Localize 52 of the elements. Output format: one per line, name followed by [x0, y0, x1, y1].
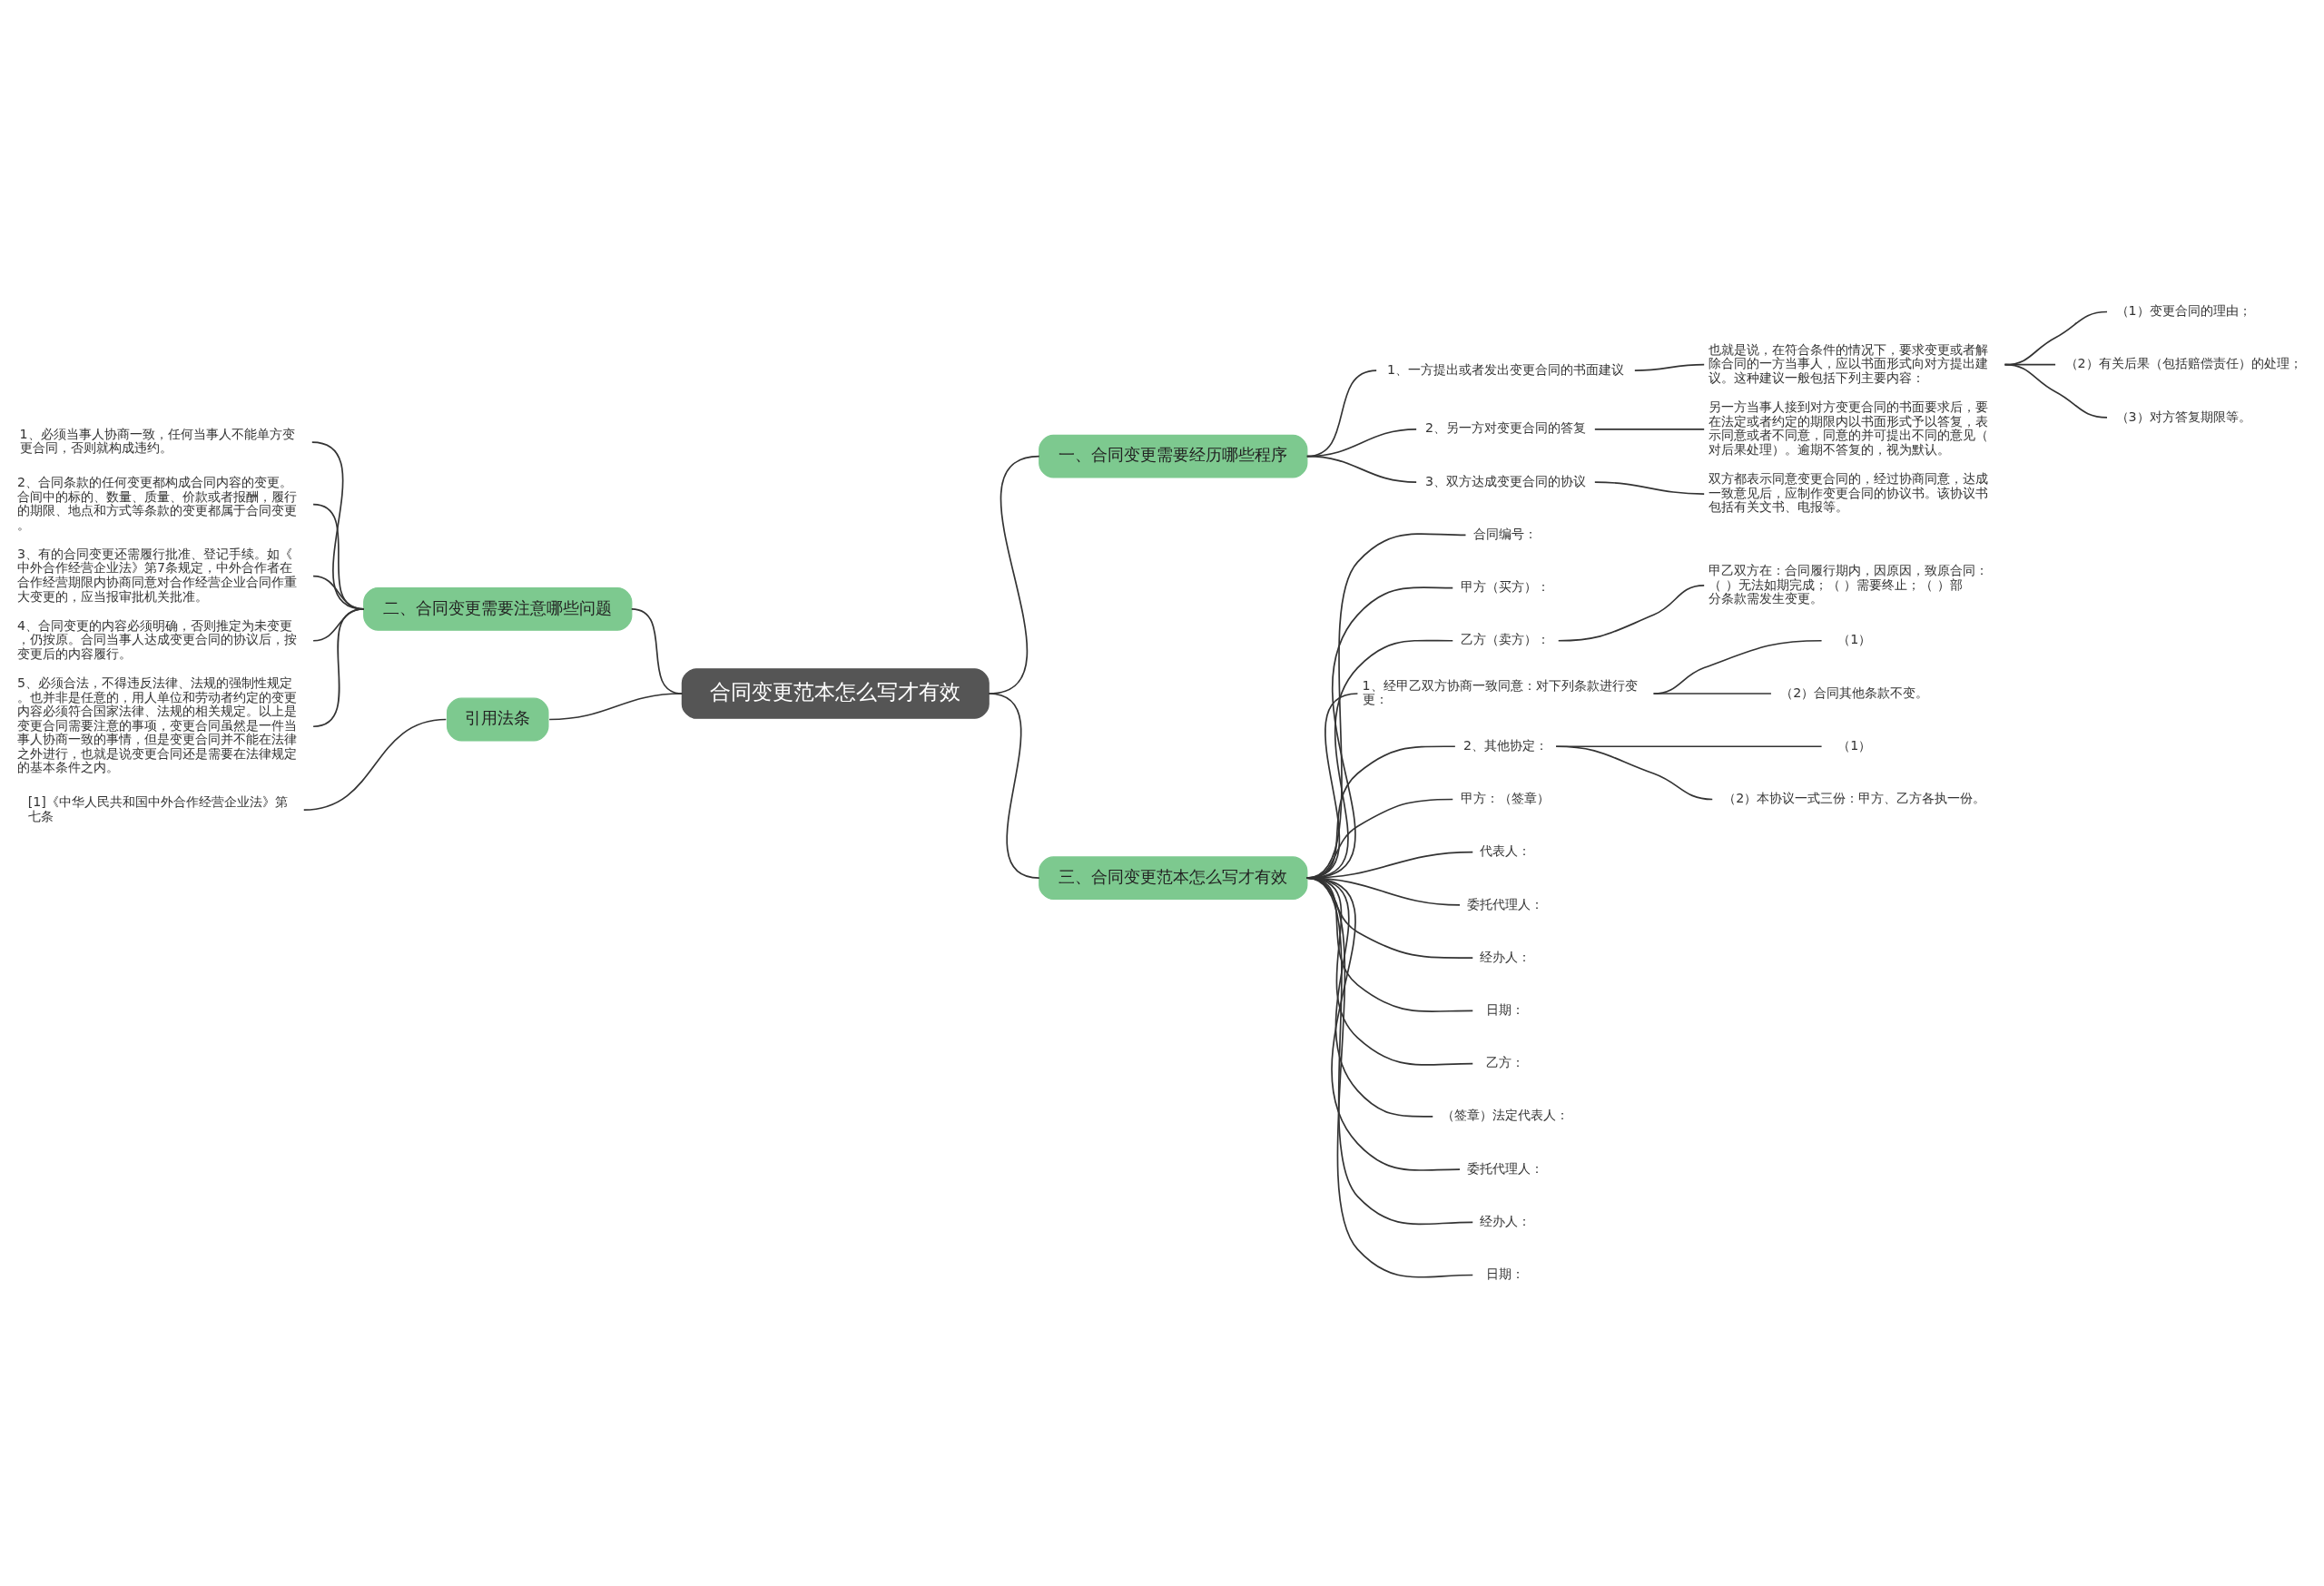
node-text: 2、其他协定： [1462, 737, 1549, 753]
node-text: 3、双方达成变更合同的协议 [1424, 473, 1587, 488]
node-text: 1、必须当事人协商一致，任何当事人不能单方变更合同，否则就构成违约。 [19, 426, 295, 455]
node-text: 也就是说，在符合条件的情况下，要求变更或者解除合同的一方当事人，应以书面形式向对方提出建议。这种建议一般包括下列主要内容： [1709, 341, 1989, 385]
node-box: 一、合同变更需要经历哪些程序 [1039, 434, 1308, 478]
node-text: 委托代理人： [1467, 1160, 1544, 1176]
node-text: 经办人： [1480, 949, 1531, 964]
node-text: （1） [1837, 737, 1872, 753]
node-text: （2）本协议一式三份：甲方、乙方各执一份。 [1723, 790, 1986, 805]
node-text: 甲乙双方在：合同履行期内，因原因，致原合同：（ ）无法如期完成；（ ）需要终止；（ ）部分条款需发生变更。 [1709, 562, 1989, 606]
node-text: 双方都表示同意变更合同的，经过协商同意，达成一致意见后，应制作变更合同的协议书。该协议书包括有关文书、电报等。 [1709, 470, 1989, 514]
connector [1555, 744, 1714, 800]
node-box: 合同变更范本怎么写才有效 [681, 667, 990, 719]
node-box: 三、合同变更范本怎么写才有效 [1039, 855, 1308, 900]
connector [1652, 639, 1823, 694]
node-text: 4、合同变更的内容必须明确，否则推定为未变更，仍按原。合同当事人达成变更合同的协议后，按变更后的内容履行。 [17, 617, 298, 661]
node-text: （2）有关后果（包括赔偿责任）的处理； [2064, 355, 2302, 370]
connector [1594, 480, 1705, 495]
node-text: 合同编号： [1473, 526, 1538, 541]
node-text: 甲方（买方）： [1461, 578, 1551, 594]
node-text: 经办人： [1480, 1213, 1531, 1228]
node-text: 日期： [1486, 1001, 1525, 1017]
node-box: 引用法条 [446, 697, 549, 741]
node-text: （2）合同其他条款不变。 [1780, 685, 1929, 700]
connector [548, 692, 684, 720]
node-text: （1） [1837, 631, 1872, 646]
connector [2004, 363, 2108, 419]
node-text: 委托代理人： [1467, 896, 1544, 911]
connector [1594, 428, 1705, 430]
node-text: 甲方：（签章） [1461, 790, 1551, 805]
node-text: （3）对方答复期限等。 [2115, 409, 2251, 424]
connector [302, 718, 448, 811]
node-text: 2、另一方对变更合同的答复 [1424, 419, 1587, 435]
node-text: 代表人： [1480, 842, 1531, 858]
node-text: 3、有的合同变更还需履行批准、登记手续。如《中外合作经营企业法》第7条规定，中外合作者在合作经营期限内协商同意对合作经营企业合同作重大变更的，应当报审批机关批准。 [17, 546, 298, 604]
connector [988, 692, 1040, 879]
connector [1305, 455, 1417, 483]
node-text: 乙方： [1486, 1054, 1525, 1069]
node-text: 1、经甲乙双方协商一致同意：对下列条款进行变更： [1362, 677, 1638, 706]
node-text: （1）变更合同的理由； [2115, 302, 2251, 318]
node-text: 乙方（卖方）： [1461, 631, 1551, 646]
node-text: 日期： [1486, 1266, 1525, 1281]
node-text: （签章）法定代表人： [1442, 1107, 1570, 1122]
connector [1634, 363, 1705, 371]
connector [1652, 692, 1772, 694]
node-box: 二、合同变更需要注意哪些问题 [363, 586, 633, 631]
node-text: [1]《中华人民共和国中外合作经营企业法》第七条 [27, 793, 288, 823]
node-text: 1、一方提出或者发出变更合同的书面建议 [1386, 361, 1625, 377]
connector [1557, 584, 1705, 642]
node-text: 另一方当事人接到对方变更合同的书面要求后，要在法定或者约定的期限内以书面形式予以答复，表示同意或者不同意，同意的并可提出不同的意见（对后果处理）。逾期不答复的，视为默认。 [1709, 399, 1989, 457]
node-text: 2、合同条款的任何变更都构成合同内容的变更。合间中的标的、数量、质量、价款或者报酬，履行的期限、地点和方式等条款的变更都属于合同变更。 [17, 474, 298, 532]
node-text: 5、必须合法，不得违反法律、法规的强制性规定。也并非是任意的，用人单位和劳动者约定的变更内容必须符合国家法律、法规的相关规定。以上是变更合同需要注意的事项，变更合同虽然是一件当事人协商一致的事情，但是变更合同并不能在法律之外进行，也就是说变更合同还是需要在法律规定的基本条件之内。 [17, 675, 298, 774]
